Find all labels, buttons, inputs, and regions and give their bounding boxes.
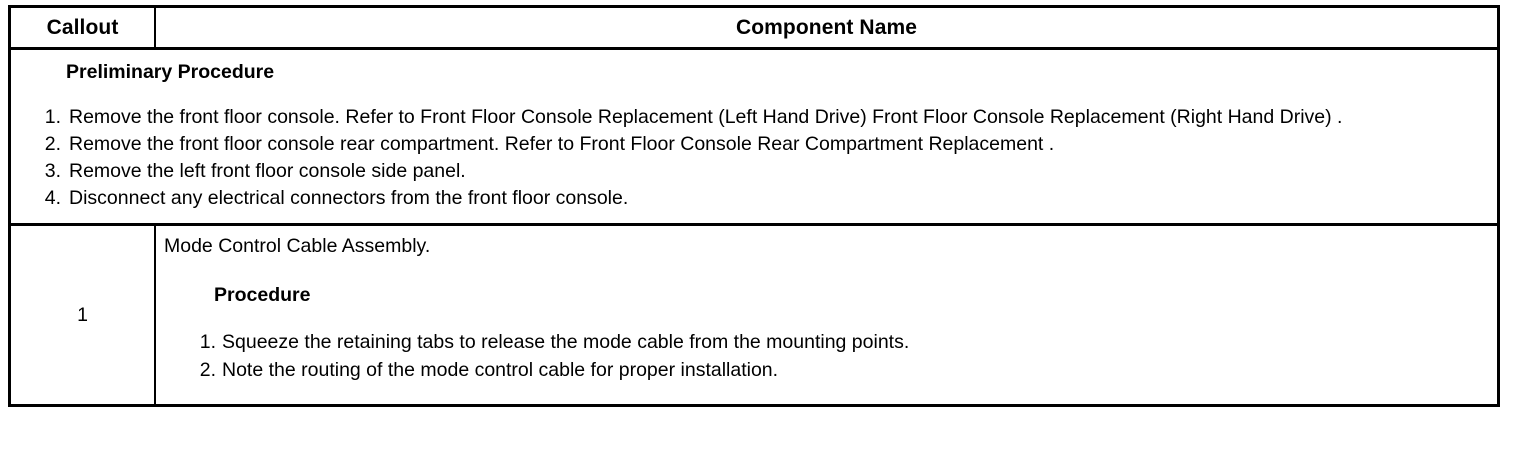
list-item-text: Note the routing of the mode control cab… (222, 358, 779, 381)
list-item-text: Disconnect any electrical connectors fro… (69, 187, 629, 210)
list-item-number: 1. (199, 330, 216, 353)
list-item-number: 4. (44, 187, 61, 210)
preliminary-procedure-row: Preliminary Procedure 1. Remove the fron… (11, 50, 1497, 227)
header-label-callout: Callout (46, 15, 119, 39)
list-item-text: Remove the left front floor console side… (69, 160, 466, 183)
list-item: 2. Note the routing of the mode control … (164, 358, 1487, 384)
procedure-step-list: 1. Squeeze the retaining tabs to release… (164, 330, 1487, 384)
callout-number-cell: 1 (11, 226, 156, 405)
list-item: 1. Squeeze the retaining tabs to release… (164, 330, 1487, 356)
list-item-text: Remove the front floor console. Refer to… (69, 106, 1343, 129)
component-title: Mode Control Cable Assembly. (164, 235, 431, 258)
list-item-number: 3. (44, 160, 61, 183)
preliminary-procedure-heading: Preliminary Procedure (66, 61, 275, 83)
list-item: 3. Remove the left front floor console s… (11, 159, 1497, 185)
preliminary-procedure-list: 1. Remove the front floor console. Refer… (11, 105, 1497, 212)
header-cell-callout: Callout (11, 8, 156, 47)
list-item-text: Remove the front floor console rear comp… (69, 133, 1055, 156)
header-label-component-name: Component Name (735, 15, 918, 39)
list-item: 4. Disconnect any electrical connectors … (11, 186, 1497, 212)
callout-number: 1 (77, 303, 88, 326)
list-item-number: 1. (44, 106, 61, 129)
list-item-number: 2. (199, 358, 216, 381)
list-item-number: 2. (44, 133, 61, 156)
list-item: 1. Remove the front floor console. Refer… (11, 105, 1497, 131)
list-item-text: Squeeze the retaining tabs to release th… (222, 330, 910, 353)
procedure-heading: Procedure (214, 283, 311, 306)
service-procedure-table: Callout Component Name Preliminary Proce… (8, 5, 1500, 408)
component-description-cell: Mode Control Cable Assembly. Procedure 1… (156, 226, 1497, 404)
header-cell-component-name: Component Name (156, 8, 1497, 47)
table-row: 1 Mode Control Cable Assembly. Procedure… (11, 226, 1497, 405)
list-item: 2. Remove the front floor console rear c… (11, 132, 1497, 158)
table-header-row: Callout Component Name (11, 8, 1497, 50)
